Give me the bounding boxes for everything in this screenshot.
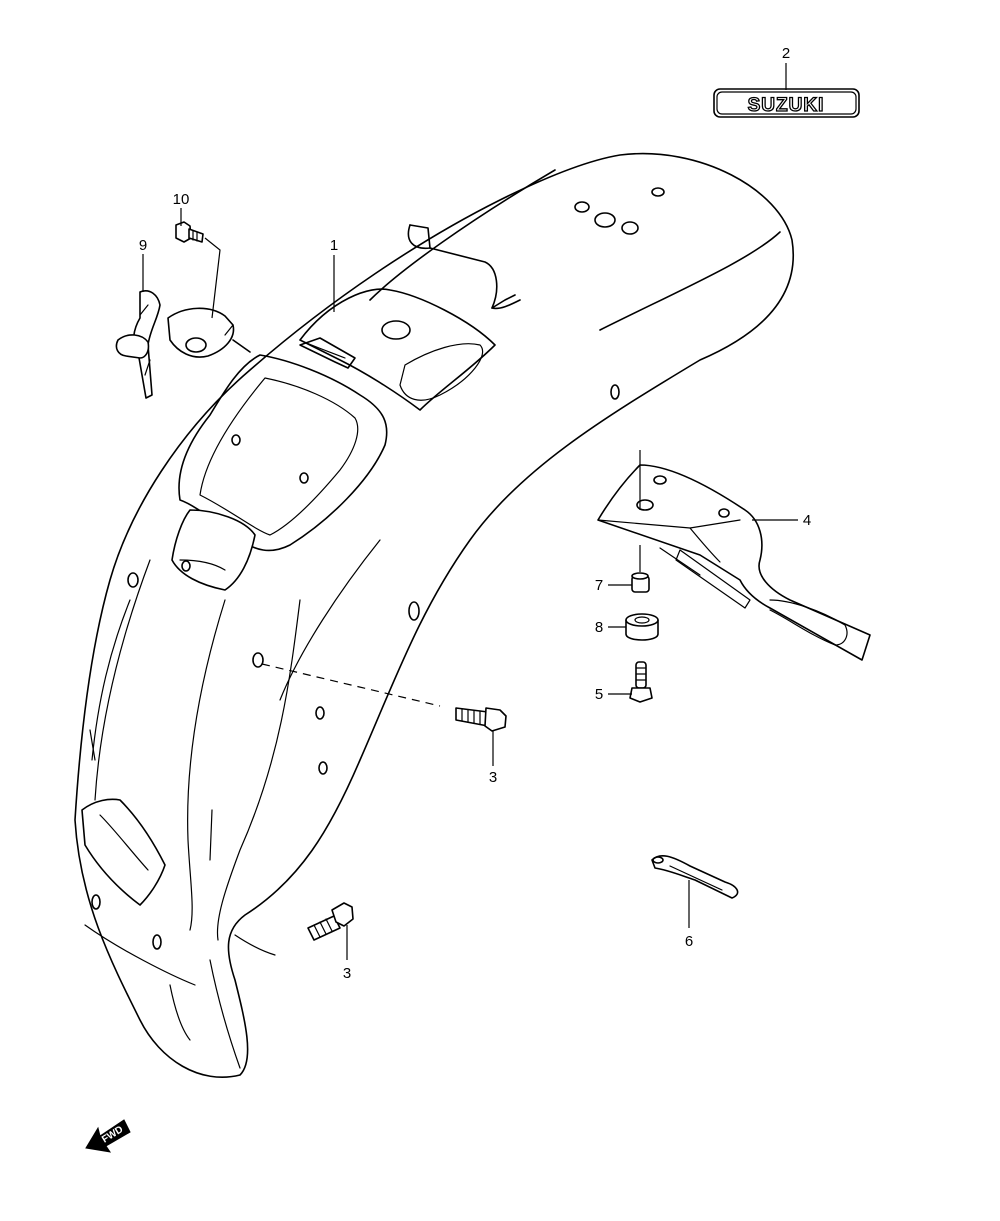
fwd-arrow-icon: FWD	[85, 1119, 131, 1153]
callout-1: 1	[330, 237, 338, 254]
callout-7: 8	[595, 619, 603, 636]
callout-5: 5	[595, 686, 603, 703]
callout-2: 2	[782, 45, 790, 62]
screw-part-10	[175, 221, 204, 243]
collar-part-6	[631, 572, 650, 593]
clamp-part-8	[651, 854, 739, 899]
callout-labels: 2 1 10 9 3 3 4 7 8 5 6	[139, 45, 811, 982]
license-bracket	[597, 464, 871, 661]
bolt-part-5	[629, 661, 653, 703]
bolt-lower	[307, 902, 354, 941]
callout-10: 10	[173, 191, 190, 208]
callout-3-lower: 3	[343, 965, 351, 982]
cushion-part-7	[625, 613, 659, 641]
callout-3-upper: 3	[489, 769, 497, 786]
fender-mount-holes	[89, 187, 665, 950]
rear-fender	[74, 152, 794, 1078]
callout-6: 7	[595, 577, 603, 594]
helmet-lock	[115, 290, 251, 399]
assembly-dashed-line	[261, 663, 441, 707]
callout-9: 9	[139, 237, 147, 254]
callout-4: 4	[803, 512, 811, 529]
bolt-upper	[455, 707, 507, 732]
callout-8: 6	[685, 933, 693, 950]
suzuki-emblem: SUZUKI	[713, 88, 860, 118]
emblem-logo-text: SUZUKI	[748, 95, 825, 116]
leader-lines	[142, 63, 798, 960]
